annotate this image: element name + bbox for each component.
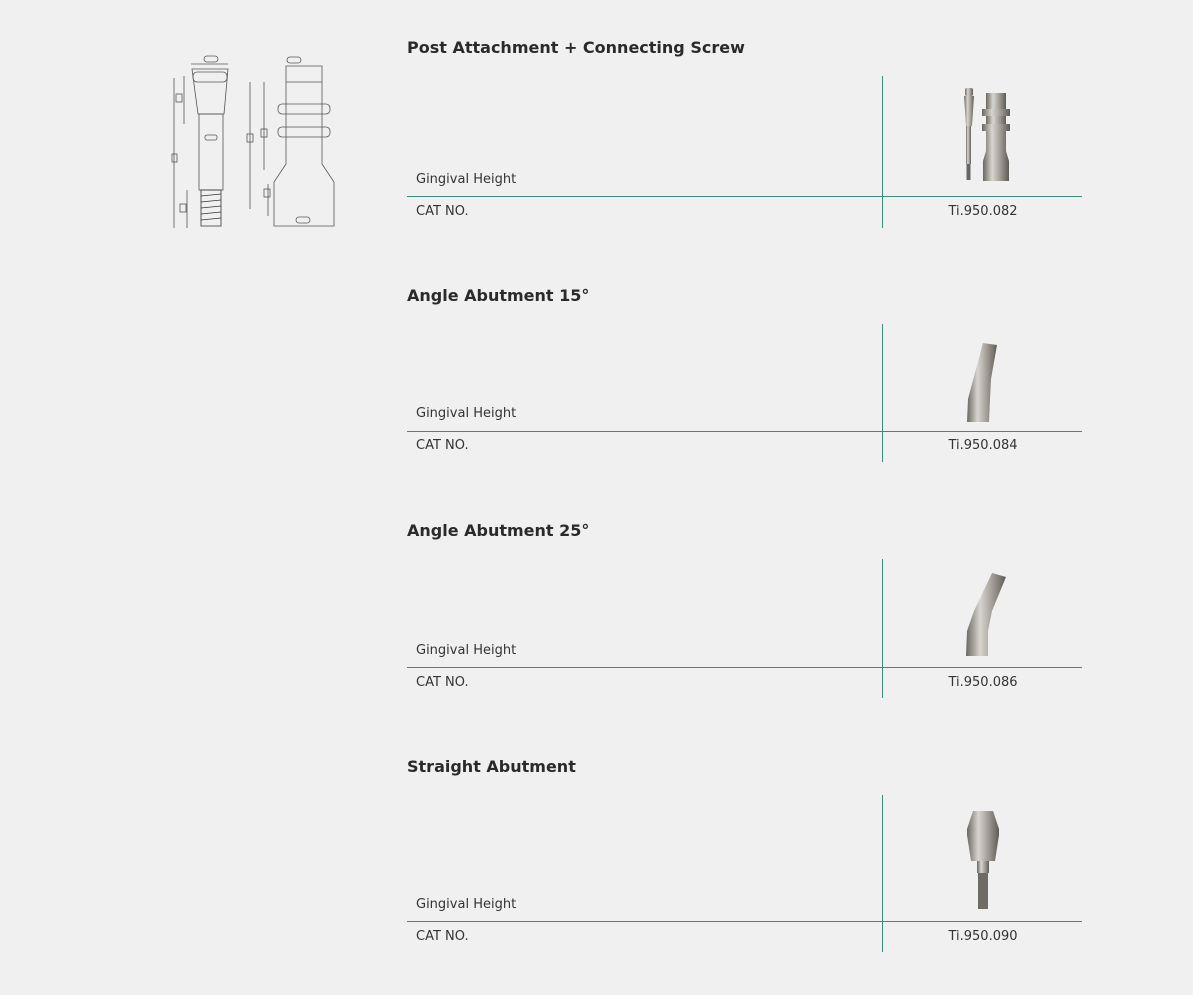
product-table: Gingival Height CAT NO. Ti.950.090: [407, 795, 1082, 952]
gingival-height-label: Gingival Height: [416, 406, 517, 421]
angle-abutment-15-icon: [883, 339, 1083, 422]
cat-no-label: CAT NO.: [416, 438, 469, 453]
row-divider: [407, 196, 1082, 197]
cat-no-value: Ti.950.086: [948, 675, 1018, 690]
gingival-height-label: Gingival Height: [416, 897, 517, 912]
cat-no-value: Ti.950.082: [948, 204, 1018, 219]
product-table: Gingival Height CAT NO. Ti.950.086: [407, 559, 1082, 698]
cat-no-label: CAT NO.: [416, 204, 469, 219]
column-divider: [882, 76, 883, 228]
column-divider: [882, 324, 883, 462]
product-title: Angle Abutment 15°: [407, 286, 590, 305]
product-title: Straight Abutment: [407, 757, 576, 776]
gingival-height-label: Gingival Height: [416, 643, 517, 658]
cat-no-label: CAT NO.: [416, 675, 469, 690]
straight-abutment-icon: [883, 809, 1083, 911]
cat-no-label: CAT NO.: [416, 929, 469, 944]
row-divider: [407, 667, 1082, 668]
post-attachment-screw-icon: [883, 86, 1083, 181]
cat-no-value: Ti.950.090: [948, 929, 1018, 944]
row-divider: [407, 431, 1082, 432]
technical-drawing-icon: [171, 55, 335, 228]
gingival-height-label: Gingival Height: [416, 172, 517, 187]
product-title: Angle Abutment 25°: [407, 521, 590, 540]
product-table: Gingival Height CAT NO. Ti.950.082: [407, 76, 1082, 228]
cat-no-value: Ti.950.084: [948, 438, 1018, 453]
product-title: Post Attachment + Connecting Screw: [407, 38, 745, 57]
angle-abutment-25-icon: [883, 571, 1083, 656]
column-divider: [882, 795, 883, 952]
product-table: Gingival Height CAT NO. Ti.950.084: [407, 324, 1082, 462]
row-divider: [407, 921, 1082, 922]
column-divider: [882, 559, 883, 698]
